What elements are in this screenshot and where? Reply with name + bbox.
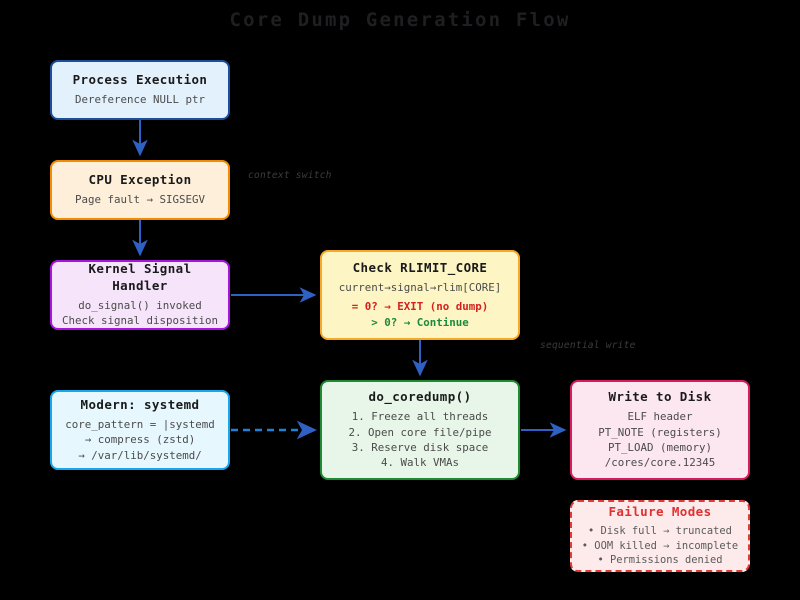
- node-line: do_signal() invoked: [78, 299, 202, 313]
- node-title: CPU Exception: [88, 172, 192, 188]
- node-line: PT_LOAD (memory): [607, 440, 712, 454]
- node-line: Check signal disposition: [61, 314, 218, 328]
- node-line: → /var/lib/systemd/: [78, 448, 202, 462]
- node-do-coredump[interactable]: do_coredump() 1. Freeze all threads 2. O…: [320, 380, 520, 480]
- node-modern-systemd[interactable]: Modern: systemd core_pattern = |systemd …: [50, 390, 230, 470]
- node-line: • OOM killed → incomplete: [581, 539, 739, 552]
- edge-label-context-switch: context switch: [248, 170, 332, 181]
- node-line-continue: > 0? → Continue: [371, 315, 469, 329]
- node-kernel-signal-handler[interactable]: Kernel Signal Handler do_signal() invoke…: [50, 260, 230, 330]
- node-line: current→signal→rlim[CORE]: [338, 280, 502, 294]
- node-line-exit: = 0? → EXIT (no dump): [351, 300, 489, 314]
- node-line: PT_NOTE (registers): [598, 425, 722, 439]
- node-check-rlimit-core[interactable]: Check RLIMIT_CORE current→signal→rlim[CO…: [320, 250, 520, 340]
- node-line: 4. Walk VMAs: [380, 456, 459, 470]
- node-cpu-exception[interactable]: CPU Exception Page fault → SIGSEGV: [50, 160, 230, 220]
- node-line: 2. Open core file/pipe: [348, 425, 492, 439]
- node-line: Dereference NULL ptr: [74, 93, 205, 107]
- node-title: Failure Modes: [608, 503, 712, 519]
- node-failure-modes[interactable]: Failure Modes • Disk full → truncated • …: [570, 500, 750, 572]
- node-line: 1. Freeze all threads: [351, 410, 489, 424]
- node-line: → compress (zstd): [84, 433, 196, 447]
- node-title: do_coredump(): [368, 389, 472, 405]
- node-title: Write to Disk: [608, 389, 712, 405]
- node-line: • Permissions denied: [597, 554, 723, 567]
- node-title: Process Execution: [72, 72, 208, 88]
- node-line: ELF header: [627, 410, 693, 424]
- node-title: Kernel Signal Handler: [88, 261, 192, 294]
- node-title: Check RLIMIT_CORE: [352, 260, 488, 276]
- node-line: core_pattern = |systemd: [65, 417, 215, 431]
- node-process-execution[interactable]: Process Execution Dereference NULL ptr: [50, 60, 230, 120]
- edge-label-sequential-write: sequential write: [540, 340, 636, 351]
- node-line: Page fault → SIGSEGV: [74, 193, 205, 207]
- node-line: • Disk full → truncated: [588, 524, 732, 537]
- page-title: Core Dump Generation Flow: [229, 9, 571, 31]
- node-line: /cores/core.12345: [604, 456, 716, 470]
- node-title: Modern: systemd: [80, 397, 200, 413]
- node-write-to-disk[interactable]: Write to Disk ELF header PT_NOTE (regist…: [570, 380, 750, 480]
- node-line: 3. Reserve disk space: [351, 440, 489, 454]
